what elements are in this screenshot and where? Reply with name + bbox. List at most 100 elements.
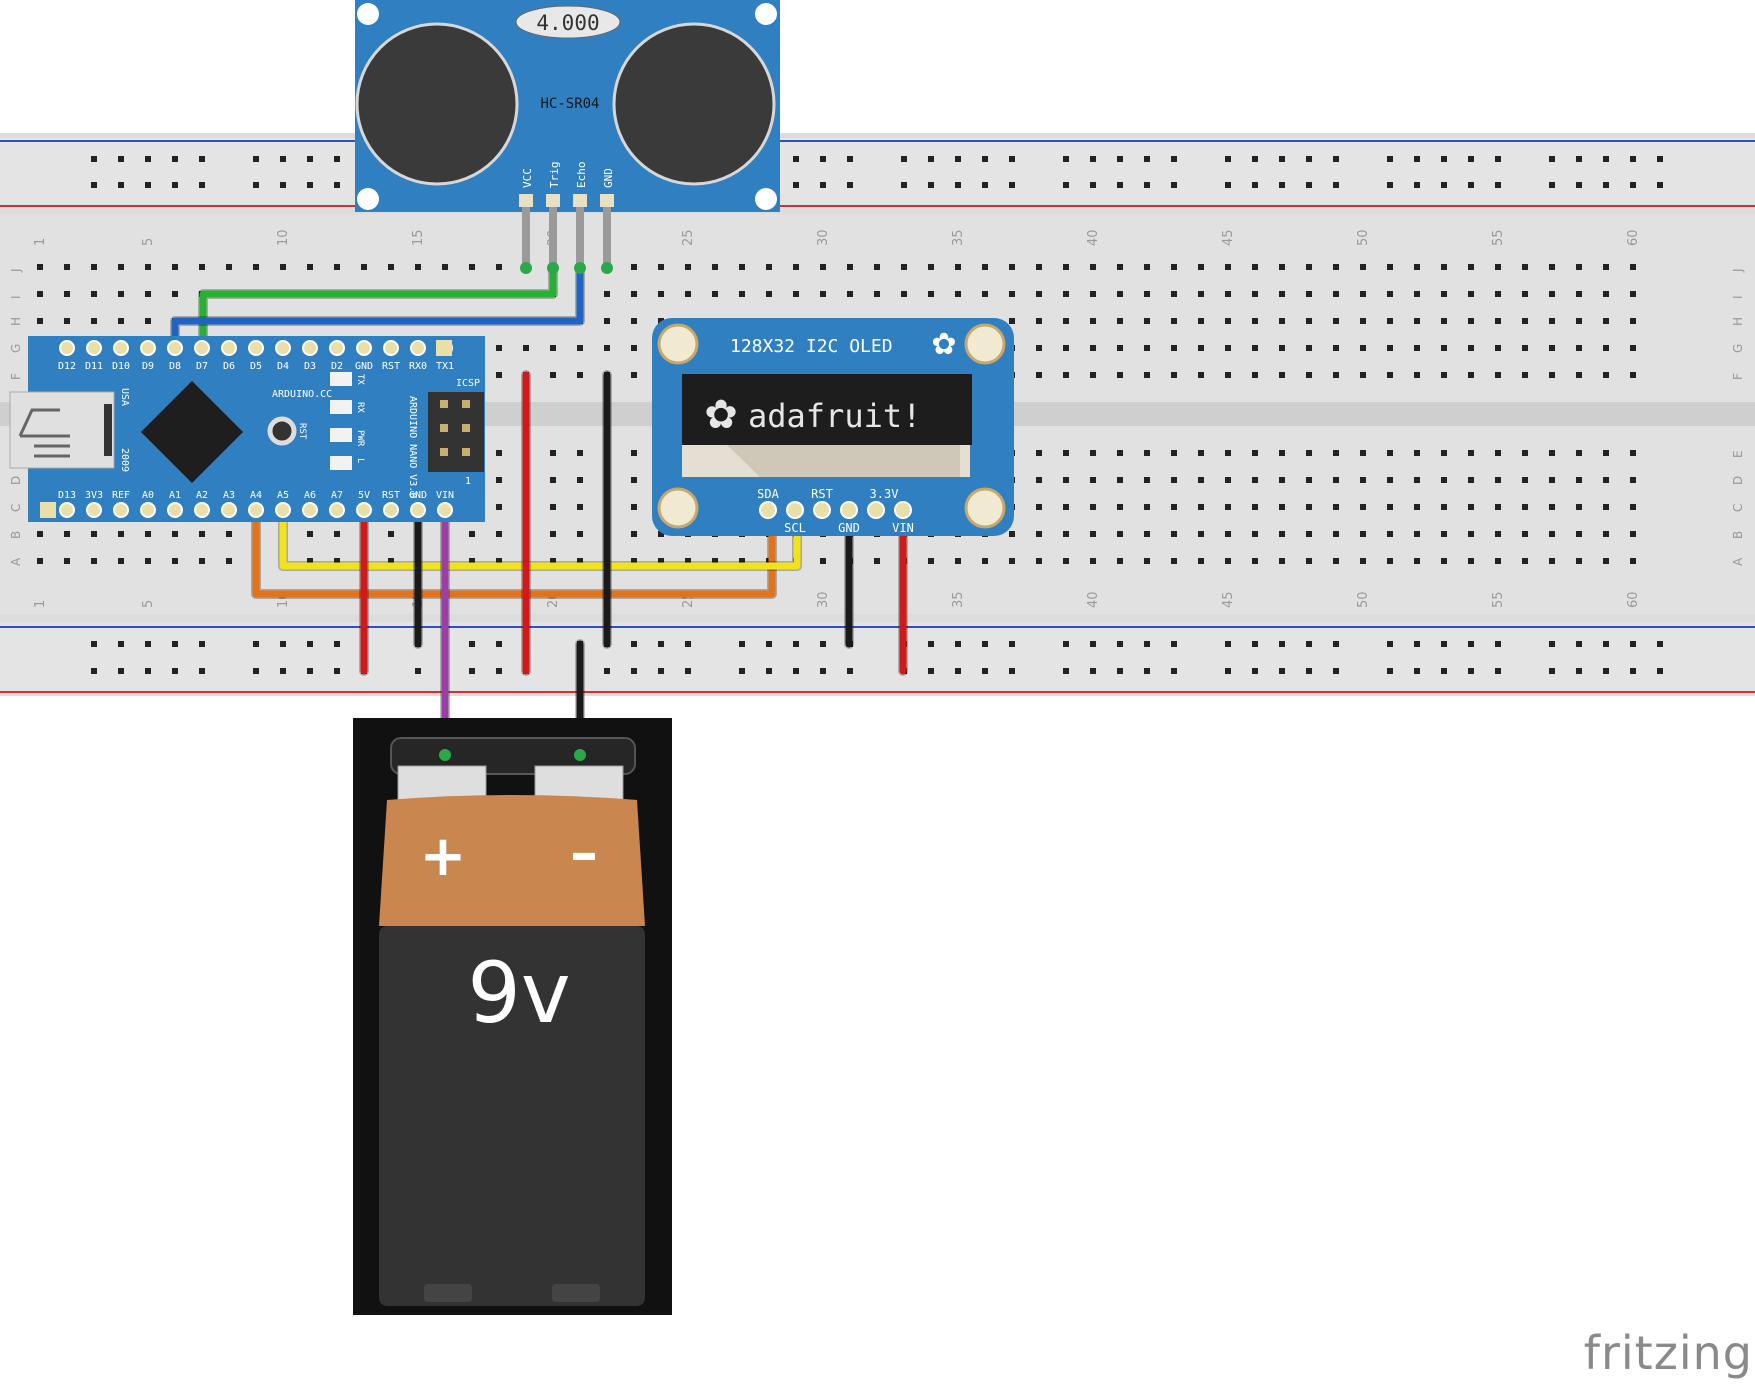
bb-hole	[37, 531, 43, 537]
bb-hole	[982, 264, 988, 270]
bb-hole	[1495, 504, 1501, 510]
oled-flower-icon: ✿	[931, 327, 956, 362]
rail-hole	[820, 668, 826, 674]
rail-hole	[1090, 641, 1096, 647]
bb-hole	[1414, 531, 1420, 537]
nano-pin-bottom	[383, 502, 399, 518]
rail-hole	[1576, 668, 1582, 674]
bb-hole	[658, 558, 664, 564]
bb-hole	[1522, 531, 1528, 537]
rail-hole	[1468, 182, 1474, 188]
bb-hole	[604, 291, 610, 297]
nano-pin-top	[248, 340, 264, 356]
bb-hole	[1198, 531, 1204, 537]
rail-hole	[253, 156, 259, 162]
row-letter: C	[9, 504, 23, 512]
nano-pin-label-bottom: A3	[223, 490, 235, 501]
led-label: PWR	[355, 430, 365, 447]
rail-hole	[1603, 182, 1609, 188]
rail-hole	[1630, 668, 1636, 674]
rail-hole	[1009, 668, 1015, 674]
bb-hole	[1495, 264, 1501, 270]
nano-pin-label-bottom: RST	[382, 490, 400, 501]
bb-hole	[1495, 372, 1501, 378]
bb-hole	[712, 264, 718, 270]
nano-pin-label-top: D7	[196, 361, 208, 372]
bb-hole	[1036, 558, 1042, 564]
bb-hole	[1576, 477, 1582, 483]
bb-hole	[334, 531, 340, 537]
bb-hole	[1333, 372, 1339, 378]
row-letter: A	[9, 557, 23, 566]
bb-hole	[1603, 504, 1609, 510]
bb-hole	[1117, 558, 1123, 564]
sensor-pin-pad	[519, 194, 533, 207]
bb-hole	[1441, 345, 1447, 351]
bb-hole	[1630, 291, 1636, 297]
nano-pin-label-top: RST	[382, 361, 400, 372]
bb-hole	[1603, 318, 1609, 324]
bb-hole	[1630, 558, 1636, 564]
rail-hole	[1603, 668, 1609, 674]
bb-hole	[1063, 318, 1069, 324]
bb-hole	[1306, 345, 1312, 351]
bb-hole	[1279, 450, 1285, 456]
bb-hole	[1387, 345, 1393, 351]
icsp-label: ICSP	[456, 378, 480, 389]
oled-pin	[867, 501, 885, 519]
nano-pin-bottom	[86, 502, 102, 518]
bb-hole	[1090, 477, 1096, 483]
oled-pin	[840, 501, 858, 519]
bb-hole	[1144, 318, 1150, 324]
sensor-pin-leg	[549, 207, 557, 265]
rail-hole	[118, 668, 124, 674]
nano-pin-label-top: D5	[250, 361, 262, 372]
column-number-top: 15	[411, 229, 426, 246]
rail-hole	[172, 668, 178, 674]
rail-hole	[1090, 156, 1096, 162]
nano-pin-label-bottom: A2	[196, 490, 208, 501]
row-letter: D	[9, 476, 23, 485]
rail-hole	[1063, 641, 1069, 647]
rail-hole	[1009, 641, 1015, 647]
bb-hole	[577, 504, 583, 510]
rail-hole	[1333, 182, 1339, 188]
bb-hole	[1495, 345, 1501, 351]
rail-hole	[1306, 668, 1312, 674]
nano-pin-label-bottom: GND	[409, 490, 427, 501]
bb-hole	[523, 345, 529, 351]
bb-hole	[1117, 477, 1123, 483]
bb-hole	[1171, 264, 1177, 270]
bb-hole	[1306, 291, 1312, 297]
nano-pin-bottom	[356, 502, 372, 518]
bb-hole	[739, 291, 745, 297]
rail-hole	[1576, 182, 1582, 188]
status-led	[330, 428, 352, 442]
rail-hole	[496, 641, 502, 647]
bb-hole	[118, 264, 124, 270]
bb-hole	[1360, 504, 1366, 510]
rail-hole	[334, 156, 340, 162]
bb-hole	[1441, 264, 1447, 270]
oled-screen-text: adafruit!	[748, 397, 921, 435]
bb-hole	[1576, 318, 1582, 324]
bb-hole	[172, 558, 178, 564]
rail-hole	[631, 641, 637, 647]
bb-hole	[658, 531, 664, 537]
bb-hole	[577, 450, 583, 456]
bb-hole	[1117, 504, 1123, 510]
rail-hole	[280, 182, 286, 188]
bb-hole	[1603, 372, 1609, 378]
bb-hole	[1495, 558, 1501, 564]
rail-hole	[199, 668, 205, 674]
bb-hole	[496, 450, 502, 456]
bb-hole	[1441, 558, 1447, 564]
rail-hole	[334, 668, 340, 674]
bb-hole	[1414, 477, 1420, 483]
bb-hole	[1306, 372, 1312, 378]
nano-pin-label-bottom: A6	[304, 490, 316, 501]
rail-hole	[1063, 156, 1069, 162]
oled-pin-label-top: SDA	[757, 487, 779, 501]
bb-hole	[1630, 264, 1636, 270]
bb-hole	[442, 264, 448, 270]
